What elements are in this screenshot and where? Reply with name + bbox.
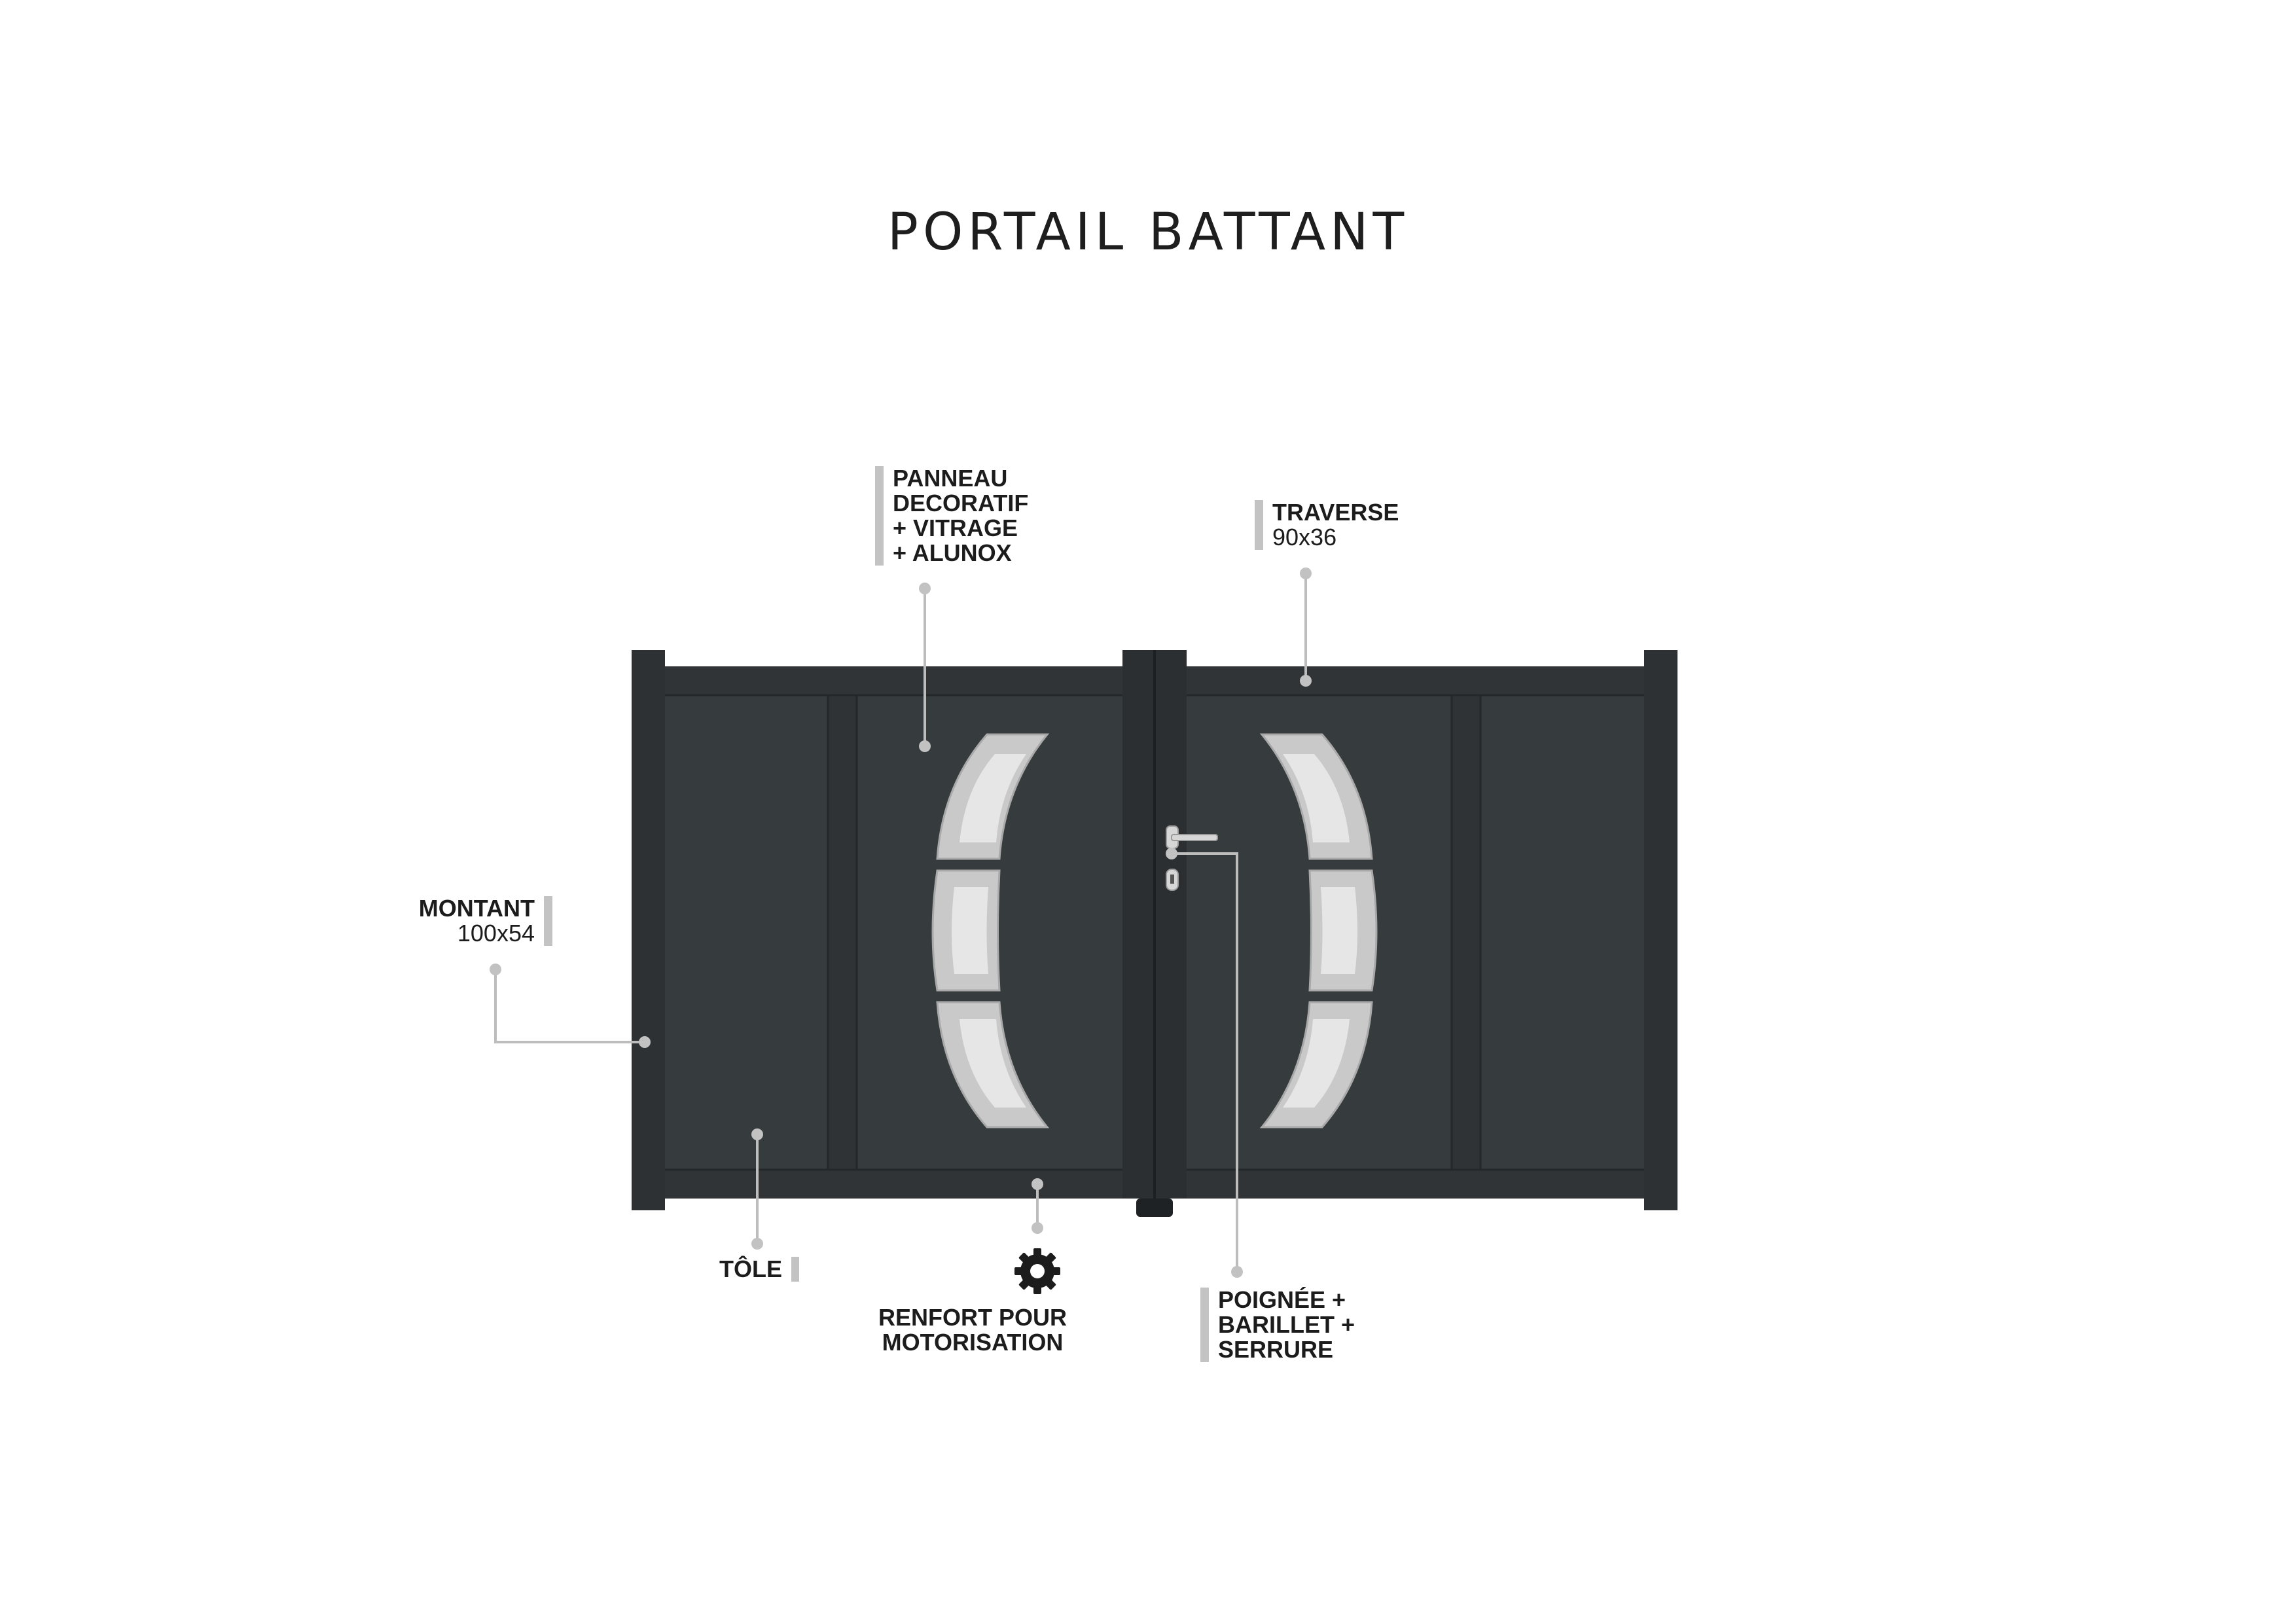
label-renfort-line-2: MOTORISATION [882,1329,1064,1356]
label-panneau: PANNEAU DECORATIF + VITRAGE + ALUNOX [875,466,1028,566]
leader-dots [490,568,1312,1278]
label-panneau-line-2: DECORATIF [893,490,1029,516]
decorative-panel-left [931,733,1050,1128]
label-poignee-line-1: POIGNÉE + [1218,1286,1346,1313]
handle-icon [1166,825,1218,891]
left-leaf [665,666,1124,1199]
label-tole-text: TÔLE [719,1255,782,1282]
left-post [632,650,665,1210]
label-montant-name: MONTANT [418,895,535,922]
label-montant-dim: 100x54 [457,920,535,947]
decorative-panel-right [1259,733,1378,1128]
label-tole: TÔLE [655,1257,799,1282]
label-poignee: POIGNÉE + BARILLET + SERRURE [1200,1288,1355,1362]
label-montant: MONTANT 100x54 [367,896,552,946]
label-poignee-line-2: BARILLET + [1218,1311,1355,1338]
label-panneau-line-3: + VITRAGE [893,514,1018,541]
right-post [1644,650,1677,1210]
label-panneau-line-1: PANNEAU [893,465,1008,492]
page-title: PORTAIL BATTANT [887,203,1409,262]
right-leaf [1185,666,1644,1199]
label-poignee-line-3: SERRURE [1218,1336,1334,1363]
label-renfort: RENFORT POUR MOTORISATION [851,1305,1094,1355]
label-panneau-line-4: + ALUNOX [893,539,1012,566]
label-traverse-name: TRAVERSE [1272,499,1399,526]
gear-icon [1013,1247,1062,1295]
label-renfort-line-1: RENFORT POUR [878,1304,1067,1331]
label-traverse-dim: 90x36 [1272,524,1337,550]
label-traverse: TRAVERSE 90x36 [1255,500,1399,550]
leader-lines [494,573,1307,1272]
